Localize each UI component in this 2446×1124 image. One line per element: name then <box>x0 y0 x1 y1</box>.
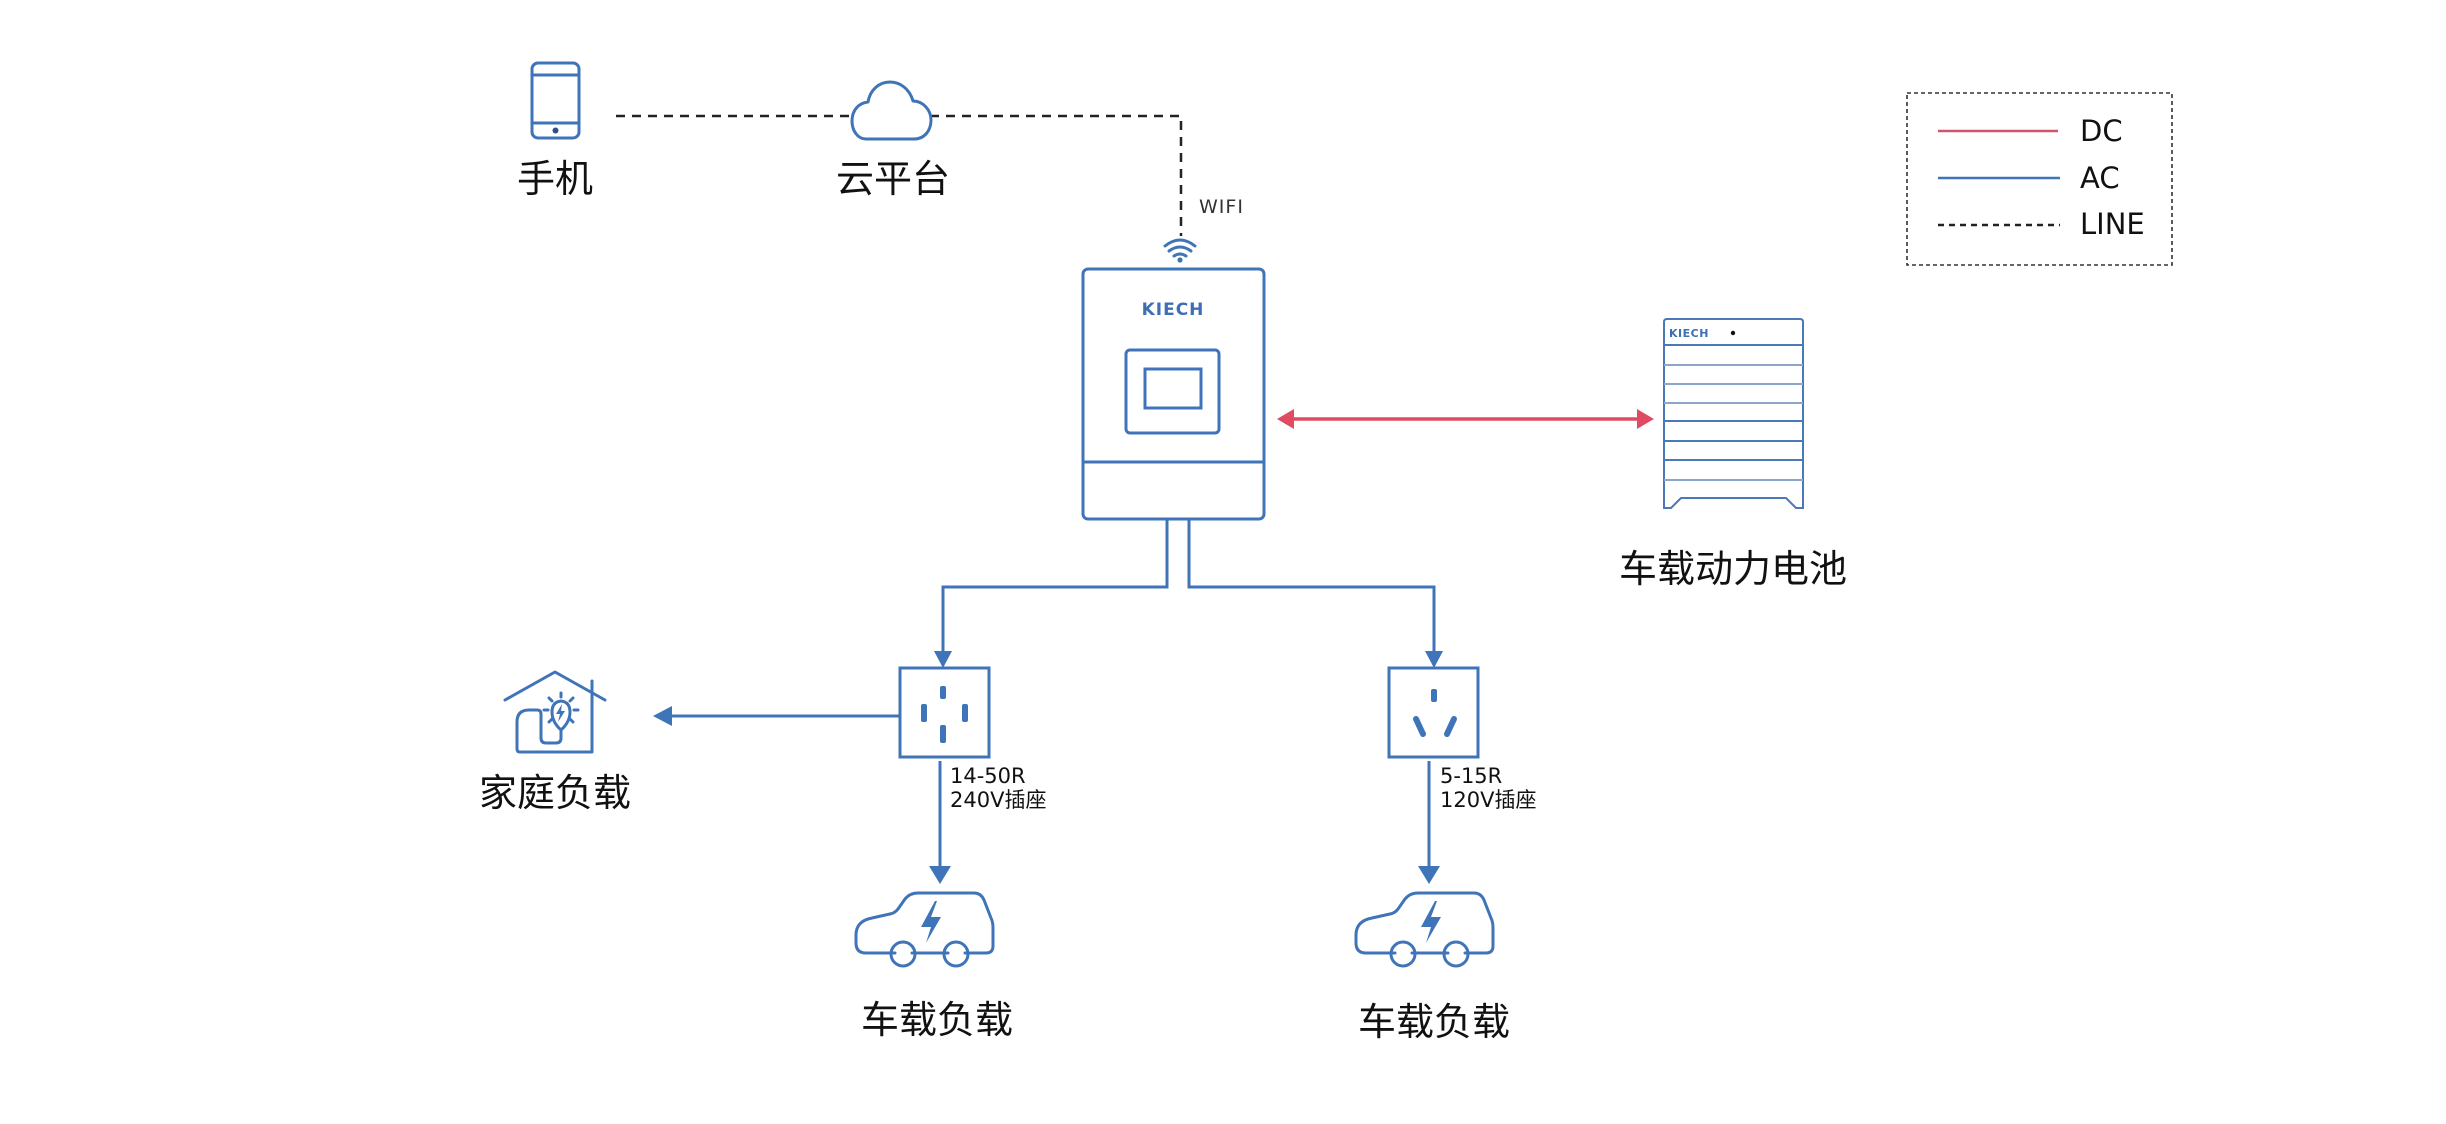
ac-connector-home <box>653 706 900 726</box>
dc-connector <box>1277 409 1654 429</box>
socket-3pin-icon <box>1387 666 1480 759</box>
connector-cloud-inverter <box>930 114 1183 236</box>
cloud-label: 云平台 <box>836 157 950 201</box>
legend-border <box>1906 92 2173 266</box>
wifi-icon <box>1163 238 1197 263</box>
battery-rack-icon: KIECH <box>1663 318 1804 509</box>
battery-label: 车载动力电池 <box>1619 547 1847 591</box>
legend-label-ac: AC <box>2080 161 2120 195</box>
inverter-logo: KIECH <box>1142 300 1205 320</box>
ac-connector-car-2 <box>1418 761 1440 884</box>
socket-240-type: 14-50R <box>950 764 1026 788</box>
house-bulb-icon <box>503 670 607 754</box>
inverter-screen-frame <box>1124 348 1221 435</box>
socket-120-type: 5-15R <box>1440 764 1502 788</box>
phone-label: 手机 <box>517 157 593 201</box>
car-load-2-label: 车载负载 <box>1358 1000 1510 1044</box>
home-load-label: 家庭负载 <box>479 771 631 815</box>
ev-car-icon <box>854 891 995 968</box>
legend-label-line: LINE <box>2080 207 2145 241</box>
ev-car-icon <box>1354 891 1495 968</box>
car-load-1-label: 车载负载 <box>861 998 1013 1042</box>
inverter-screen <box>1143 367 1203 410</box>
socket-120-voltage: 120V插座 <box>1440 788 1536 812</box>
battery-logo: KIECH <box>1669 327 1709 340</box>
socket-240-voltage: 240V插座 <box>950 788 1046 812</box>
ac-connector-car-1 <box>929 761 951 884</box>
legend-label-dc: DC <box>2080 114 2123 148</box>
wifi-label: WIFI <box>1199 196 1244 218</box>
inverter: KIECH <box>1081 267 1266 521</box>
legend: DC AC LINE <box>1906 92 2173 266</box>
cloud-icon <box>850 80 933 141</box>
ac-branch-connector <box>934 519 1443 668</box>
smartphone-icon <box>530 61 581 140</box>
socket-4pin-icon <box>898 666 991 759</box>
